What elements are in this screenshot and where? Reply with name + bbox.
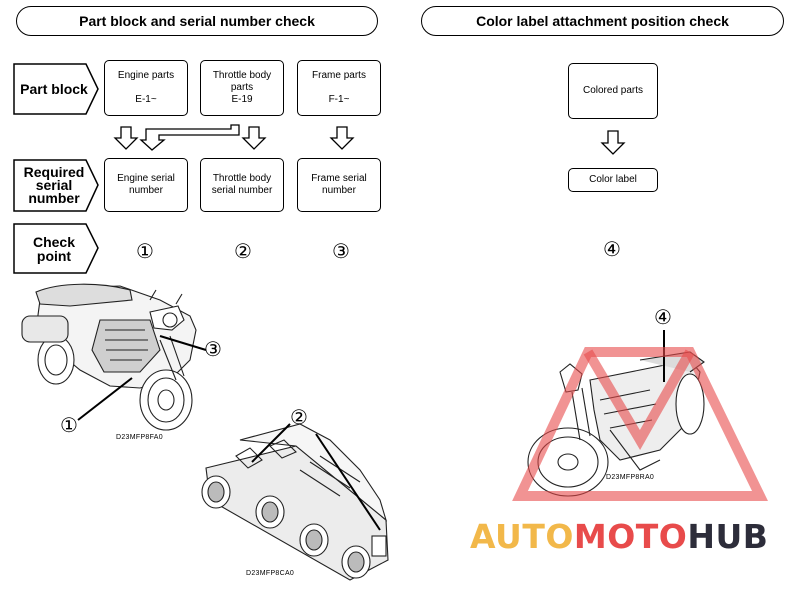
throttle-body-drawing xyxy=(201,423,389,581)
part-block-label: Part block xyxy=(20,81,88,97)
check-point-label: Check point xyxy=(32,233,76,264)
callout-1: ① xyxy=(60,415,78,437)
code-throttle-body: D23MFP8CA0 xyxy=(246,570,295,577)
callout-4: ④ xyxy=(654,307,672,329)
leader-2b xyxy=(315,433,381,531)
leader-1 xyxy=(77,377,133,421)
arrow-down-frame xyxy=(329,126,355,150)
watermark-triangle xyxy=(512,347,768,501)
required-serial-label: Required serial number xyxy=(23,164,85,206)
arrow-down-throttle xyxy=(241,126,267,150)
check-point-4: ④ xyxy=(603,239,621,261)
callout-3: ③ xyxy=(204,339,222,361)
arrow-down-colored-parts xyxy=(600,130,626,155)
watermark-text: AUTOMOTOHUB xyxy=(470,517,769,556)
part-block-pentagon xyxy=(13,63,99,115)
right-section-header: Color label attachment position check xyxy=(421,6,784,36)
check-point-2: ② xyxy=(234,241,252,263)
left-section-header: Part block and serial number check xyxy=(16,6,378,36)
check-point-1: ① xyxy=(136,241,154,263)
frame-parts-box: Frame parts F-1~ xyxy=(297,60,381,116)
leader-2a xyxy=(251,423,291,463)
engine-parts-box: Engine parts E-1~ xyxy=(104,60,188,116)
check-point-3: ③ xyxy=(332,241,350,263)
callout-2: ② xyxy=(290,407,308,429)
leader-3 xyxy=(159,335,207,351)
code-motorcycle-left: D23MFP8FA0 xyxy=(116,434,163,441)
motorcycle-left-drawing xyxy=(21,283,197,431)
colored-parts-box: Colored parts xyxy=(568,63,658,119)
code-motorcycle-right: D23MFP8RA0 xyxy=(606,474,655,481)
arrow-down-engine xyxy=(113,126,139,150)
color-label-box: Color label xyxy=(568,168,658,192)
check-point-pentagon xyxy=(13,223,99,274)
required-serial-pentagon xyxy=(13,159,99,212)
arrow-bent-throttle-to-engine xyxy=(139,124,240,151)
